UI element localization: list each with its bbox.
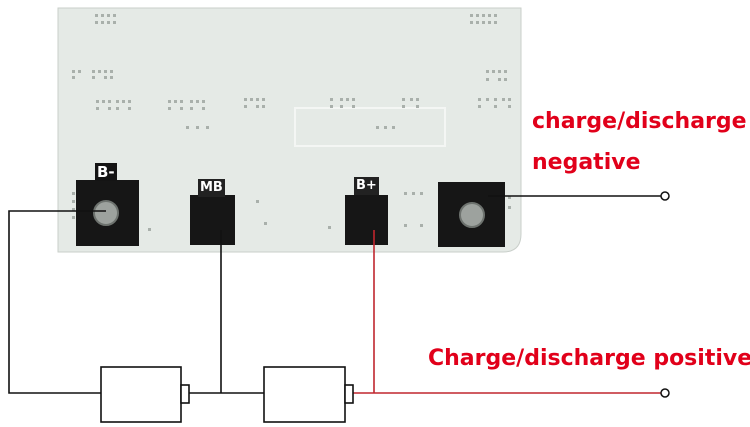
label-negative-line2: negative — [532, 150, 641, 175]
pad-m — [190, 195, 235, 245]
pad-p-minus — [438, 182, 505, 247]
pad-b-plus — [345, 195, 388, 245]
label-positive: Charge/discharge positive — [428, 346, 750, 371]
pad-label-b-minus: B- — [95, 163, 117, 181]
wires-red — [353, 230, 661, 394]
pad-label-b-plus: B+ — [354, 177, 379, 195]
pcb-board — [57, 7, 522, 253]
wires-black — [8, 195, 661, 394]
pad-label-m: MB — [198, 179, 225, 197]
battery-cell-2 — [263, 366, 354, 423]
smd-footprints — [72, 14, 511, 231]
terminal-negative-icon — [660, 191, 670, 201]
label-negative-line1: charge/discharge — [532, 109, 747, 134]
terminal-positive-icon — [660, 388, 670, 398]
battery-cell-1 — [100, 366, 190, 423]
pad-b-minus — [76, 180, 139, 246]
wire-b-minus — [8, 210, 106, 394]
